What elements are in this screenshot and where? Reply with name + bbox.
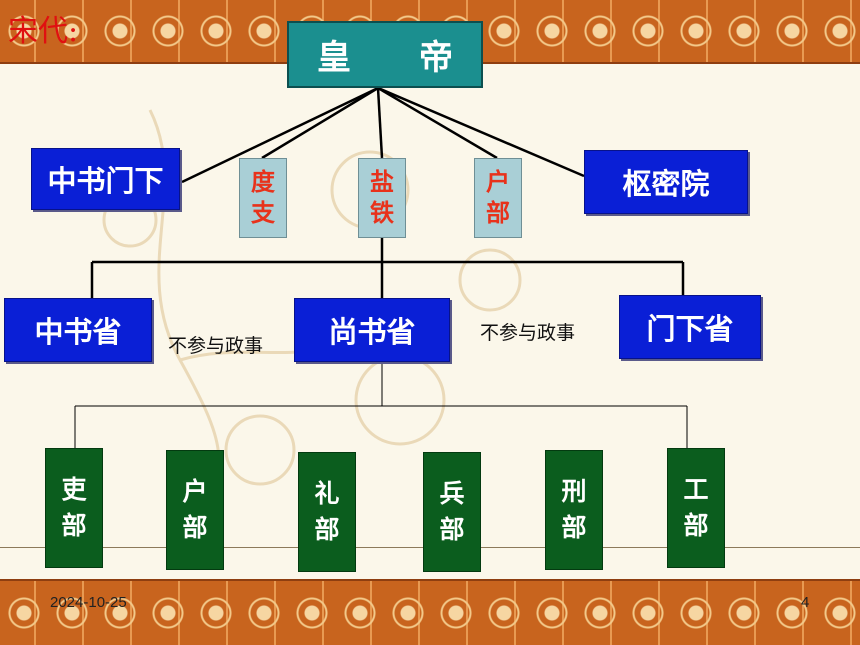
footer-date: 2024-10-25 — [50, 594, 127, 611]
shangshusheng-box: 尚书省 — [294, 298, 450, 362]
zhongshusheng-box: 中书省 — [4, 298, 152, 362]
libu-personnel-box: 吏 部 — [45, 448, 103, 568]
footer-page-number: 4 — [801, 594, 810, 611]
note-right: 不参与政事 — [480, 322, 576, 344]
bottom-decorative-band — [0, 581, 860, 645]
zhongshu-menxia-box: 中书门下 — [31, 148, 180, 210]
menxiasheng-box: 门下省 — [619, 295, 761, 359]
hubu-revenue-box: 户 部 — [166, 450, 224, 570]
shumiyuan-box: 枢密院 — [584, 150, 748, 214]
bingbu-box: 兵 部 — [423, 452, 481, 572]
gongbu-box: 工 部 — [667, 448, 725, 568]
note-left: 不参与政事 — [168, 335, 264, 357]
duzhi-box: 度 支 — [239, 158, 287, 238]
libu-rites-box: 礼 部 — [298, 452, 356, 572]
xingbu-box: 刑 部 — [545, 450, 603, 570]
bottom-band-edge — [0, 579, 860, 581]
hubu-finance-box: 户 部 — [474, 158, 522, 238]
emperor-box: 皇 帝 — [287, 21, 483, 88]
slide-title: 宋代: — [8, 14, 79, 49]
yantie-box: 盐 铁 — [358, 158, 406, 238]
